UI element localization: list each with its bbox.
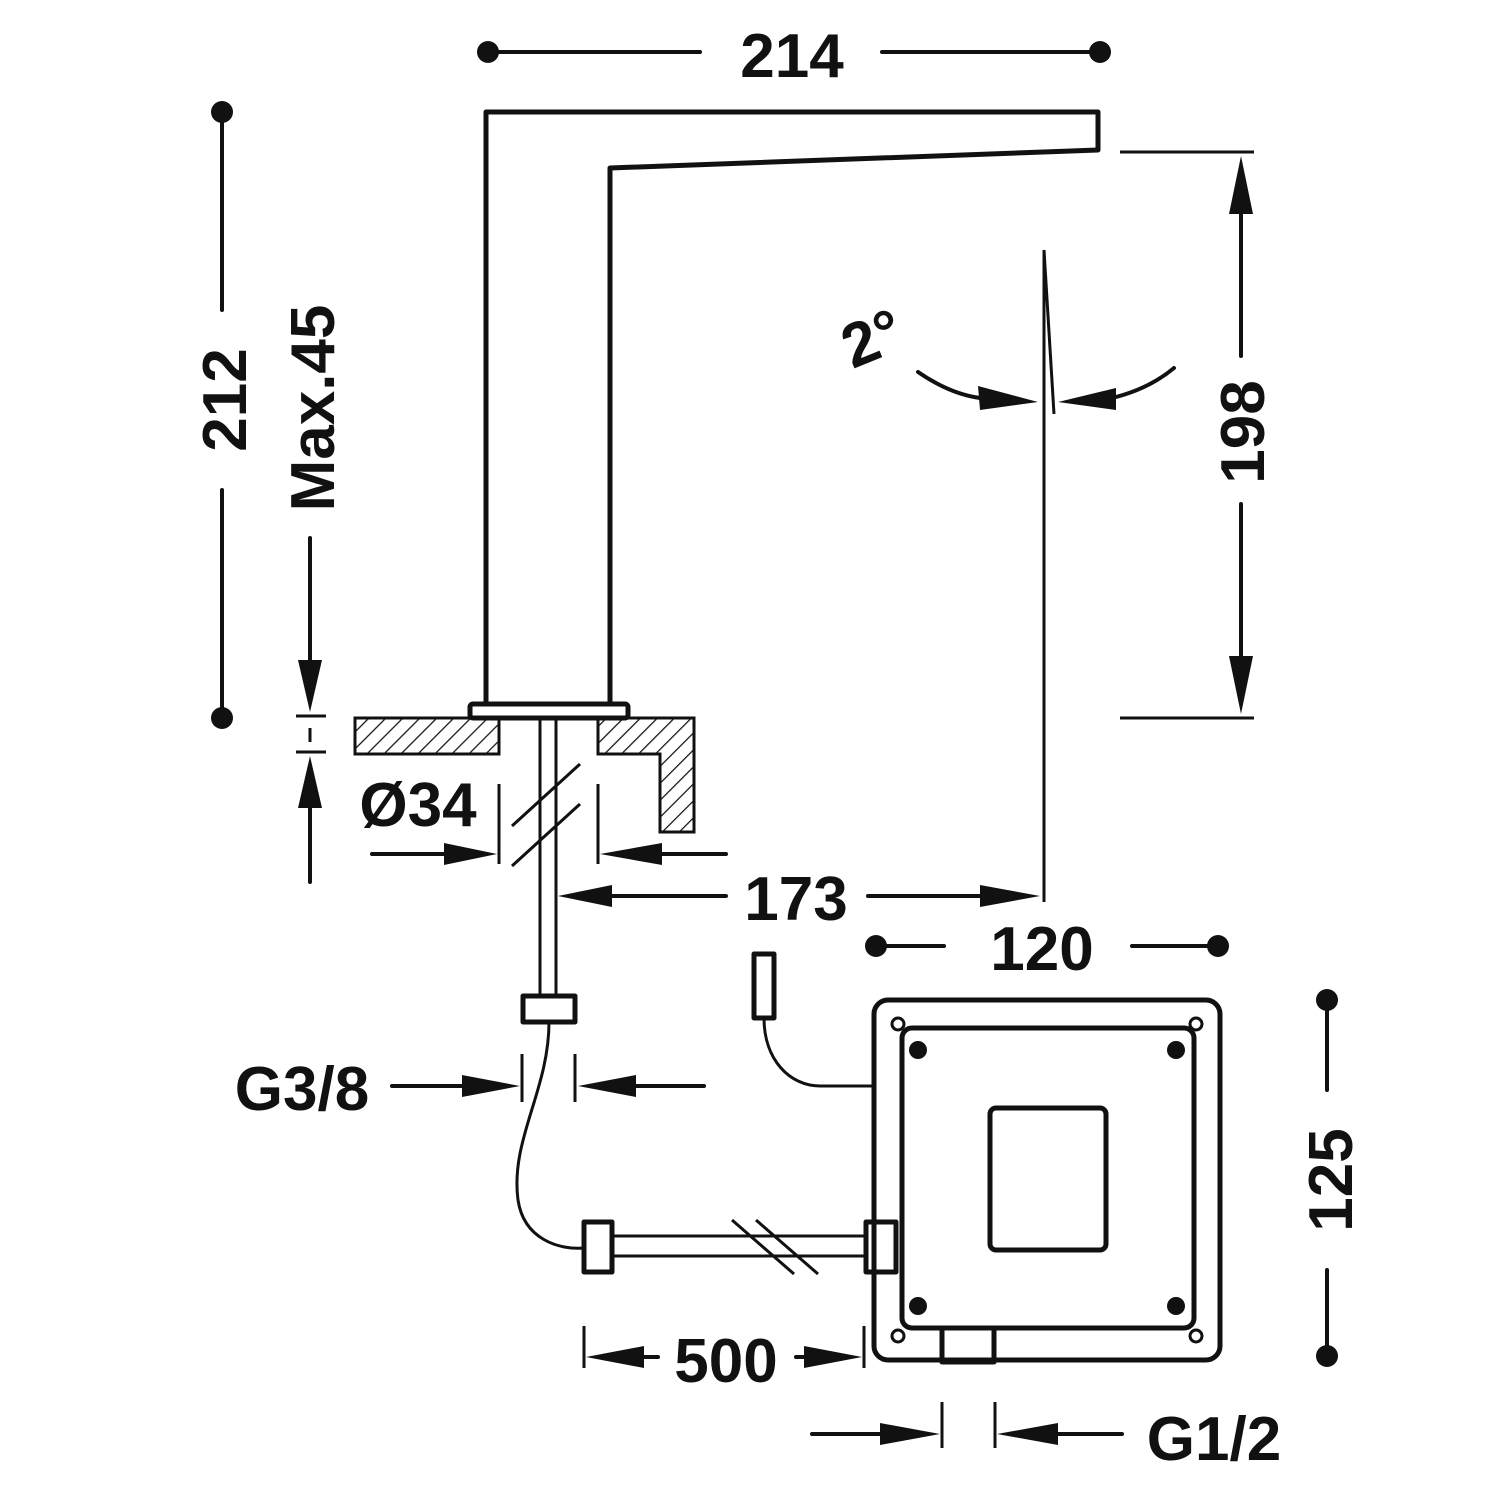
inlet-thread-label: G3/8 bbox=[235, 1055, 369, 1124]
angle-label: 2° bbox=[832, 296, 913, 382]
box-width-label: 120 bbox=[990, 915, 1093, 984]
box-height-dimension: 125 bbox=[1297, 989, 1366, 1367]
height-label: 212 bbox=[191, 348, 260, 451]
outlet-thread-label: G1/2 bbox=[1147, 1405, 1281, 1474]
hose-length-label: 500 bbox=[674, 1327, 777, 1396]
reach-dimension: 173 bbox=[558, 250, 1046, 934]
spout-height-dimension: 198 bbox=[1120, 150, 1278, 720]
sensor-cable bbox=[751, 951, 874, 1088]
width-dimension: 214 bbox=[477, 22, 1111, 91]
spout-height-label: 198 bbox=[1209, 380, 1278, 483]
diameter-label: Ø34 bbox=[359, 771, 477, 840]
inlet-thread-dimension: G3/8 bbox=[235, 1054, 706, 1124]
flex-hose bbox=[515, 1021, 899, 1276]
outlet-thread-dimension: G1/2 bbox=[810, 1402, 1281, 1474]
box-height-label: 125 bbox=[1297, 1128, 1366, 1231]
hose-length-dimension: 500 bbox=[582, 1326, 866, 1396]
deck-thickness-dimension: Max.45 bbox=[279, 305, 348, 884]
width-label: 214 bbox=[740, 22, 844, 91]
reach-label: 173 bbox=[744, 865, 847, 934]
control-box bbox=[871, 997, 1223, 1365]
height-dimension: 212 bbox=[191, 101, 260, 729]
faucet-body bbox=[467, 109, 1101, 721]
supply-pipe bbox=[510, 720, 582, 1025]
box-width-dimension: 120 bbox=[865, 915, 1229, 984]
countertop-section bbox=[353, 716, 696, 834]
diameter-dimension: Ø34 bbox=[359, 771, 728, 865]
deck-thickness-label: Max.45 bbox=[279, 305, 348, 512]
angle-dimension: 2° bbox=[832, 249, 1176, 415]
